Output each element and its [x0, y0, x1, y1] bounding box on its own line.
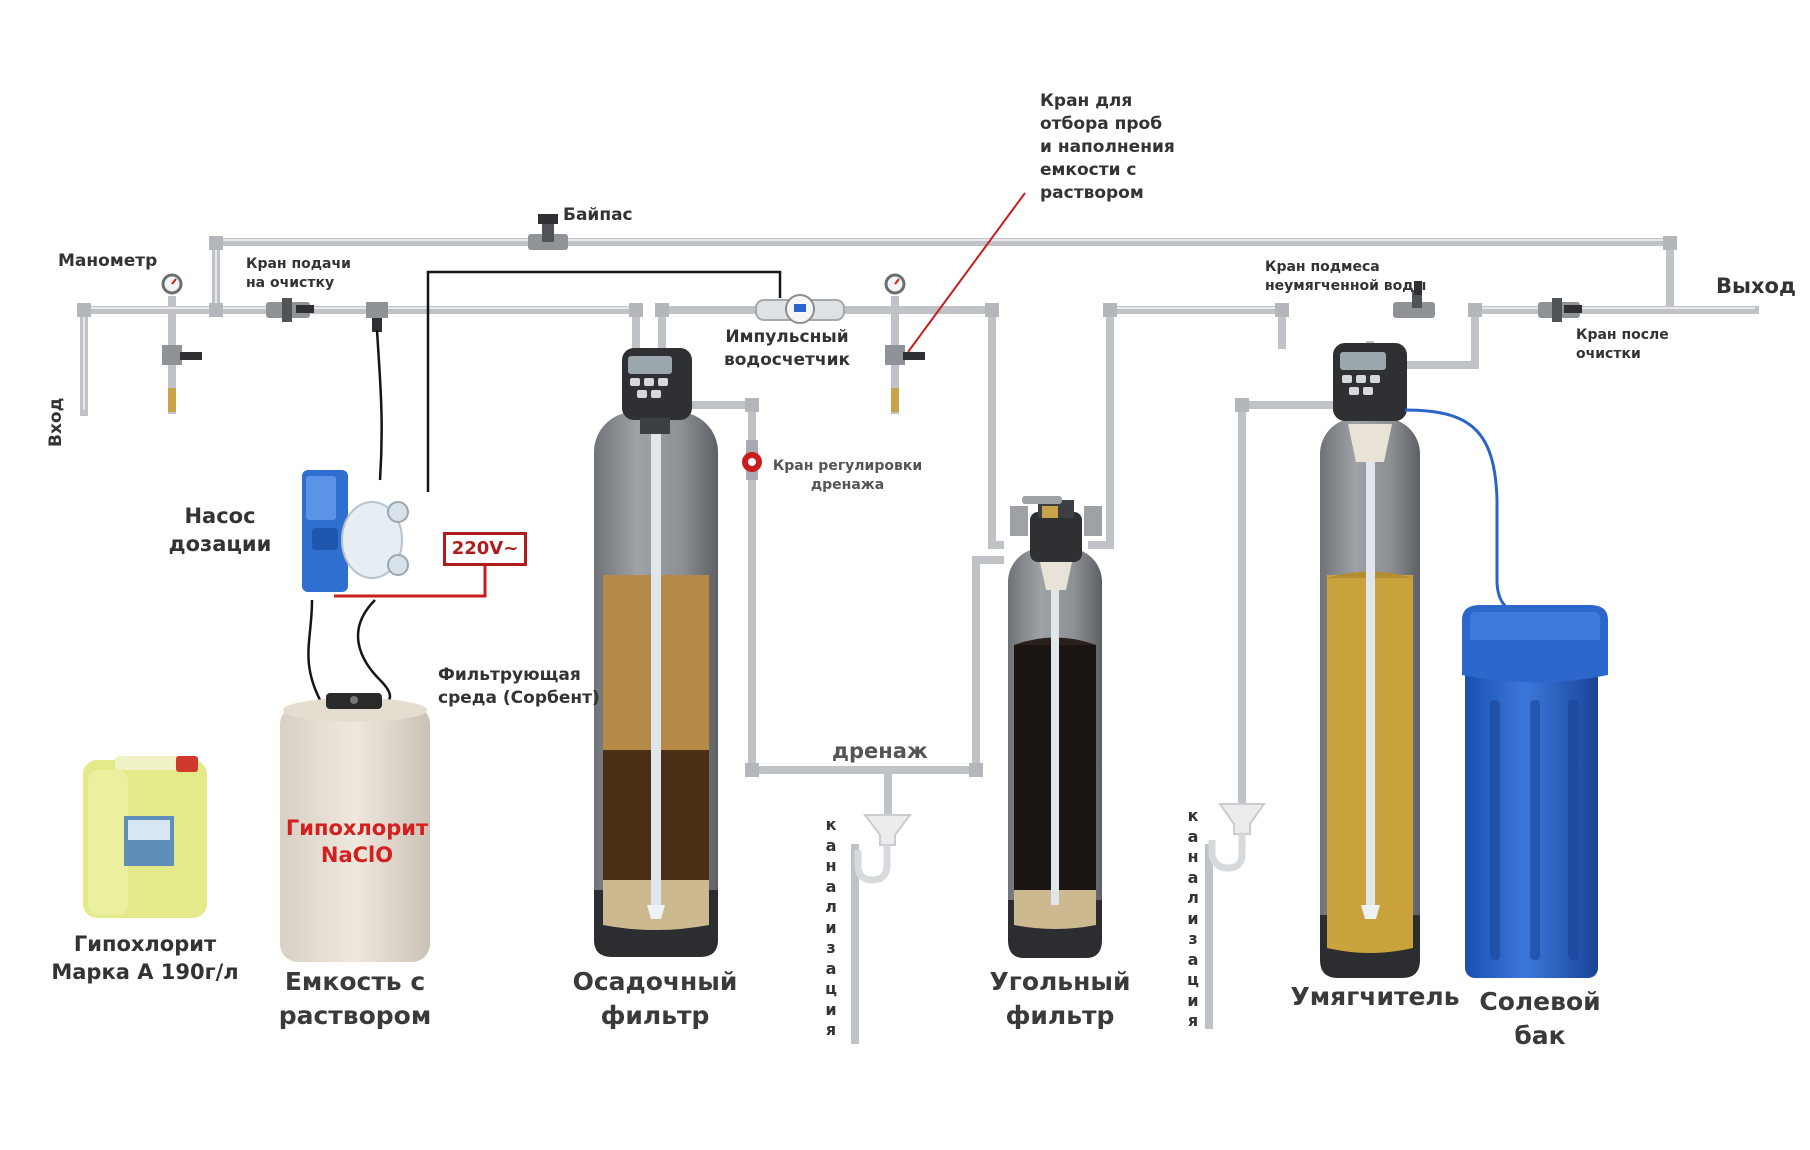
injector-hose — [375, 329, 383, 481]
drain-valve-label: Кран регулировки дренажа — [772, 458, 923, 493]
mix-valve — [1393, 281, 1435, 318]
sample-valve-label: Кран для отбора проб и наполнения емкост… — [1040, 91, 1175, 203]
pump-cables — [307, 270, 782, 706]
manometer-label: Манометр — [58, 251, 158, 271]
outlet-valve-label: Кран после очистки — [1576, 327, 1669, 362]
sediment-filter — [594, 348, 718, 957]
water-meter — [755, 294, 845, 324]
voltage-label: 220V~ — [443, 532, 527, 566]
manometer — [161, 273, 202, 412]
sediment-filter-label: Осадочный фильтр — [572, 967, 738, 1030]
softener-drain-pipe — [1238, 401, 1336, 804]
filter-media-label: Фильтрующая среда (Сорбент) — [438, 665, 600, 708]
carbon-filter — [1008, 496, 1102, 958]
return-hose — [356, 599, 392, 706]
solution-tank-label: Емкость с раствором — [278, 967, 432, 1030]
softener-label: Умягчитель — [1290, 982, 1460, 1011]
dosing-pump — [302, 470, 409, 592]
sewer-label-2: канализация — [1187, 806, 1199, 1030]
canister-label: Гипохлорит Марка А 190г/л — [51, 932, 239, 985]
drain-funnel-1 — [854, 814, 912, 884]
inlet-valve-label: Кран подачи на очистку — [246, 256, 351, 291]
dosing-pump-label: Насос дозации — [168, 504, 272, 557]
outlet-label: Выход — [1716, 274, 1796, 298]
drain-funnel-2 — [1208, 803, 1266, 872]
inlet-label: Вход — [46, 397, 66, 447]
pipe-joints — [77, 236, 1677, 777]
drain-regulating-valve — [742, 440, 762, 480]
inlet-valve — [266, 298, 314, 322]
sample-valve — [884, 273, 925, 412]
softener — [1320, 343, 1420, 978]
outlet-valve — [1538, 298, 1582, 322]
sample-valve-pointer — [907, 192, 1026, 353]
bypass-label: Байпас — [563, 205, 633, 225]
carbon-outlet-pipe — [1088, 306, 1286, 549]
outlet-pipe — [1366, 306, 1759, 369]
bypass-pipe — [212, 238, 1674, 314]
tank-content-label: Гипохлорит NaClO — [285, 816, 429, 868]
carbon-filter-label: Угольный фильтр — [989, 967, 1131, 1030]
water-meter-label: Импульсный водосчетчик — [723, 327, 851, 370]
meter-signal-cable — [426, 270, 782, 492]
brine-line — [1404, 408, 1521, 617]
brine-tank-label: Солевой бак — [1479, 987, 1601, 1050]
mix-valve-label: Кран подмеса неумягченной воды — [1265, 259, 1427, 294]
drain-pipe — [686, 401, 1004, 774]
dosing-injector — [366, 302, 388, 332]
bypass-valve — [528, 214, 568, 250]
power-cable — [334, 566, 487, 598]
solution-tank — [280, 693, 430, 962]
drain-label: дренаж — [832, 739, 928, 763]
brine-tank — [1462, 605, 1608, 978]
hypochlorite-canister — [83, 756, 207, 918]
suction-hose — [307, 599, 322, 701]
sewer-label-1: канализация — [825, 815, 837, 1039]
